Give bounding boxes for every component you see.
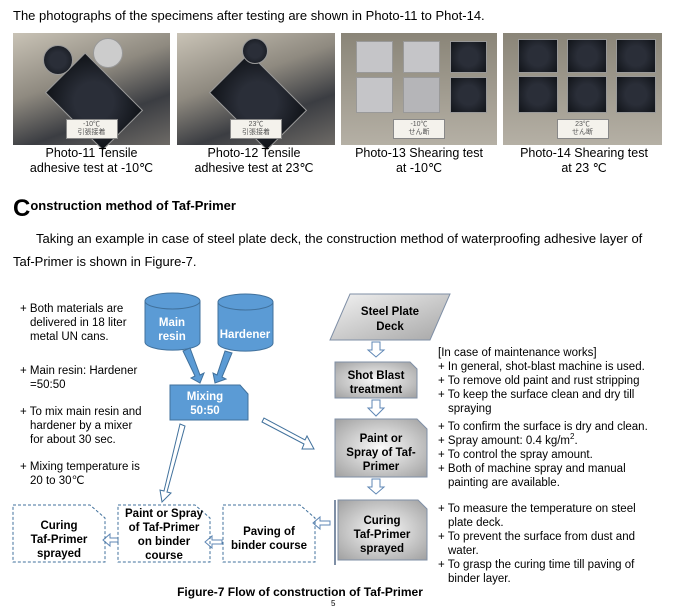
section-paragraph-line2: Taf-Primer is shown in Figure-7. xyxy=(13,254,197,269)
arrow-left-icon xyxy=(102,532,119,548)
photo-label: 23℃ せん断 xyxy=(556,119,609,139)
page-number: 5 xyxy=(331,599,336,608)
curing2-node: Curing Taf-Primer sprayed xyxy=(31,520,88,560)
photo-label: -10℃ せん断 xyxy=(393,119,445,139)
curing2-node-border xyxy=(12,504,106,563)
svg-text:Paint or: Paint or xyxy=(360,433,403,445)
svg-text:Taf-Primer: Taf-Primer xyxy=(354,529,411,541)
svg-text:Shot Blast: Shot Blast xyxy=(348,370,405,382)
svg-text:Steel Plate: Steel Plate xyxy=(361,306,419,318)
svg-text:Taf-Primer: Taf-Primer xyxy=(31,534,88,546)
svg-text:50:50: 50:50 xyxy=(190,405,219,417)
mixing-box: Mixing 50:50 xyxy=(169,384,249,421)
svg-text:Deck: Deck xyxy=(376,321,404,333)
svg-text:sprayed: sprayed xyxy=(37,548,81,560)
svg-text:Paint or Spray: Paint or Spray xyxy=(125,508,204,520)
arrow-down-icon xyxy=(366,478,386,495)
svg-text:binder course: binder course xyxy=(231,540,307,552)
paint-spray-node: Paint or Spray of Taf- Primer xyxy=(334,418,428,478)
photo-14: 23℃ せん断 xyxy=(503,33,662,145)
svg-text:Curing: Curing xyxy=(40,520,77,532)
photo-13: -10℃ せん断 xyxy=(341,33,497,145)
arrow-icon xyxy=(261,417,315,450)
svg-text:Spray of Taf-: Spray of Taf- xyxy=(346,447,416,459)
arrow-down-icon xyxy=(182,347,205,384)
photo-11: -10℃ 引張接着 xyxy=(13,33,170,151)
paving-node-border xyxy=(222,504,316,563)
svg-text:Paving of: Paving of xyxy=(243,526,295,538)
svg-text:resin: resin xyxy=(158,331,186,343)
paint-binder-node: Paint or Spray of Taf-Primer on binder c… xyxy=(125,508,204,562)
note-ratio: + Main resin: Hardener=50:50 xyxy=(20,365,138,391)
svg-text:Hardener: Hardener xyxy=(220,329,271,341)
arrow-down-icon xyxy=(212,350,233,384)
arrow-icon xyxy=(159,423,186,504)
steel-plate-deck-node: Steel Plate Deck xyxy=(329,293,451,341)
arrow-left-icon xyxy=(312,515,331,531)
paint-binder-node-border xyxy=(117,504,211,563)
section-paragraph-line1: Taking an example in case of steel plate… xyxy=(36,231,643,246)
flowchart: Main resin Hardener Mixing 50:50 Steel P… xyxy=(12,292,451,565)
svg-text:Curing: Curing xyxy=(363,515,400,527)
paving-node: Paving of binder course xyxy=(231,526,307,552)
photo-label: 23℃ 引張接着 xyxy=(230,119,282,139)
figure-caption: Figure-7 Flow of construction of Taf-Pri… xyxy=(177,585,423,599)
photo-label: -10℃ 引張接着 xyxy=(65,119,118,139)
svg-text:course: course xyxy=(145,550,183,562)
svg-text:Mixing: Mixing xyxy=(187,391,223,403)
svg-text:treatment: treatment xyxy=(350,384,403,396)
arrow-down-icon xyxy=(366,341,386,358)
intro-text: The photographs of the specimens after t… xyxy=(13,8,485,23)
svg-text:on binder: on binder xyxy=(138,536,191,548)
arrow-down-icon xyxy=(366,399,386,417)
main-resin-cylinder: Main resin xyxy=(144,292,201,351)
svg-text:of Taf-Primer: of Taf-Primer xyxy=(129,522,200,534)
svg-text:sprayed: sprayed xyxy=(360,543,404,555)
curing-node: Curing Taf-Primer sprayed xyxy=(337,499,428,561)
svg-text:Primer: Primer xyxy=(363,461,400,473)
note-paint: + To confirm the surface is dry and clea… xyxy=(438,421,648,489)
photo-12: 23℃ 引張接着 xyxy=(177,33,335,151)
hardener-cylinder: Hardener xyxy=(217,293,274,352)
arrow-left-icon xyxy=(204,534,223,550)
shot-blast-node: Shot Blast treatment xyxy=(334,361,418,399)
section-heading: Construction method of Taf-Primer xyxy=(13,195,236,222)
svg-text:Main: Main xyxy=(159,317,185,329)
note-maintenance: [In case of maintenance works]+ In gener… xyxy=(438,347,645,415)
